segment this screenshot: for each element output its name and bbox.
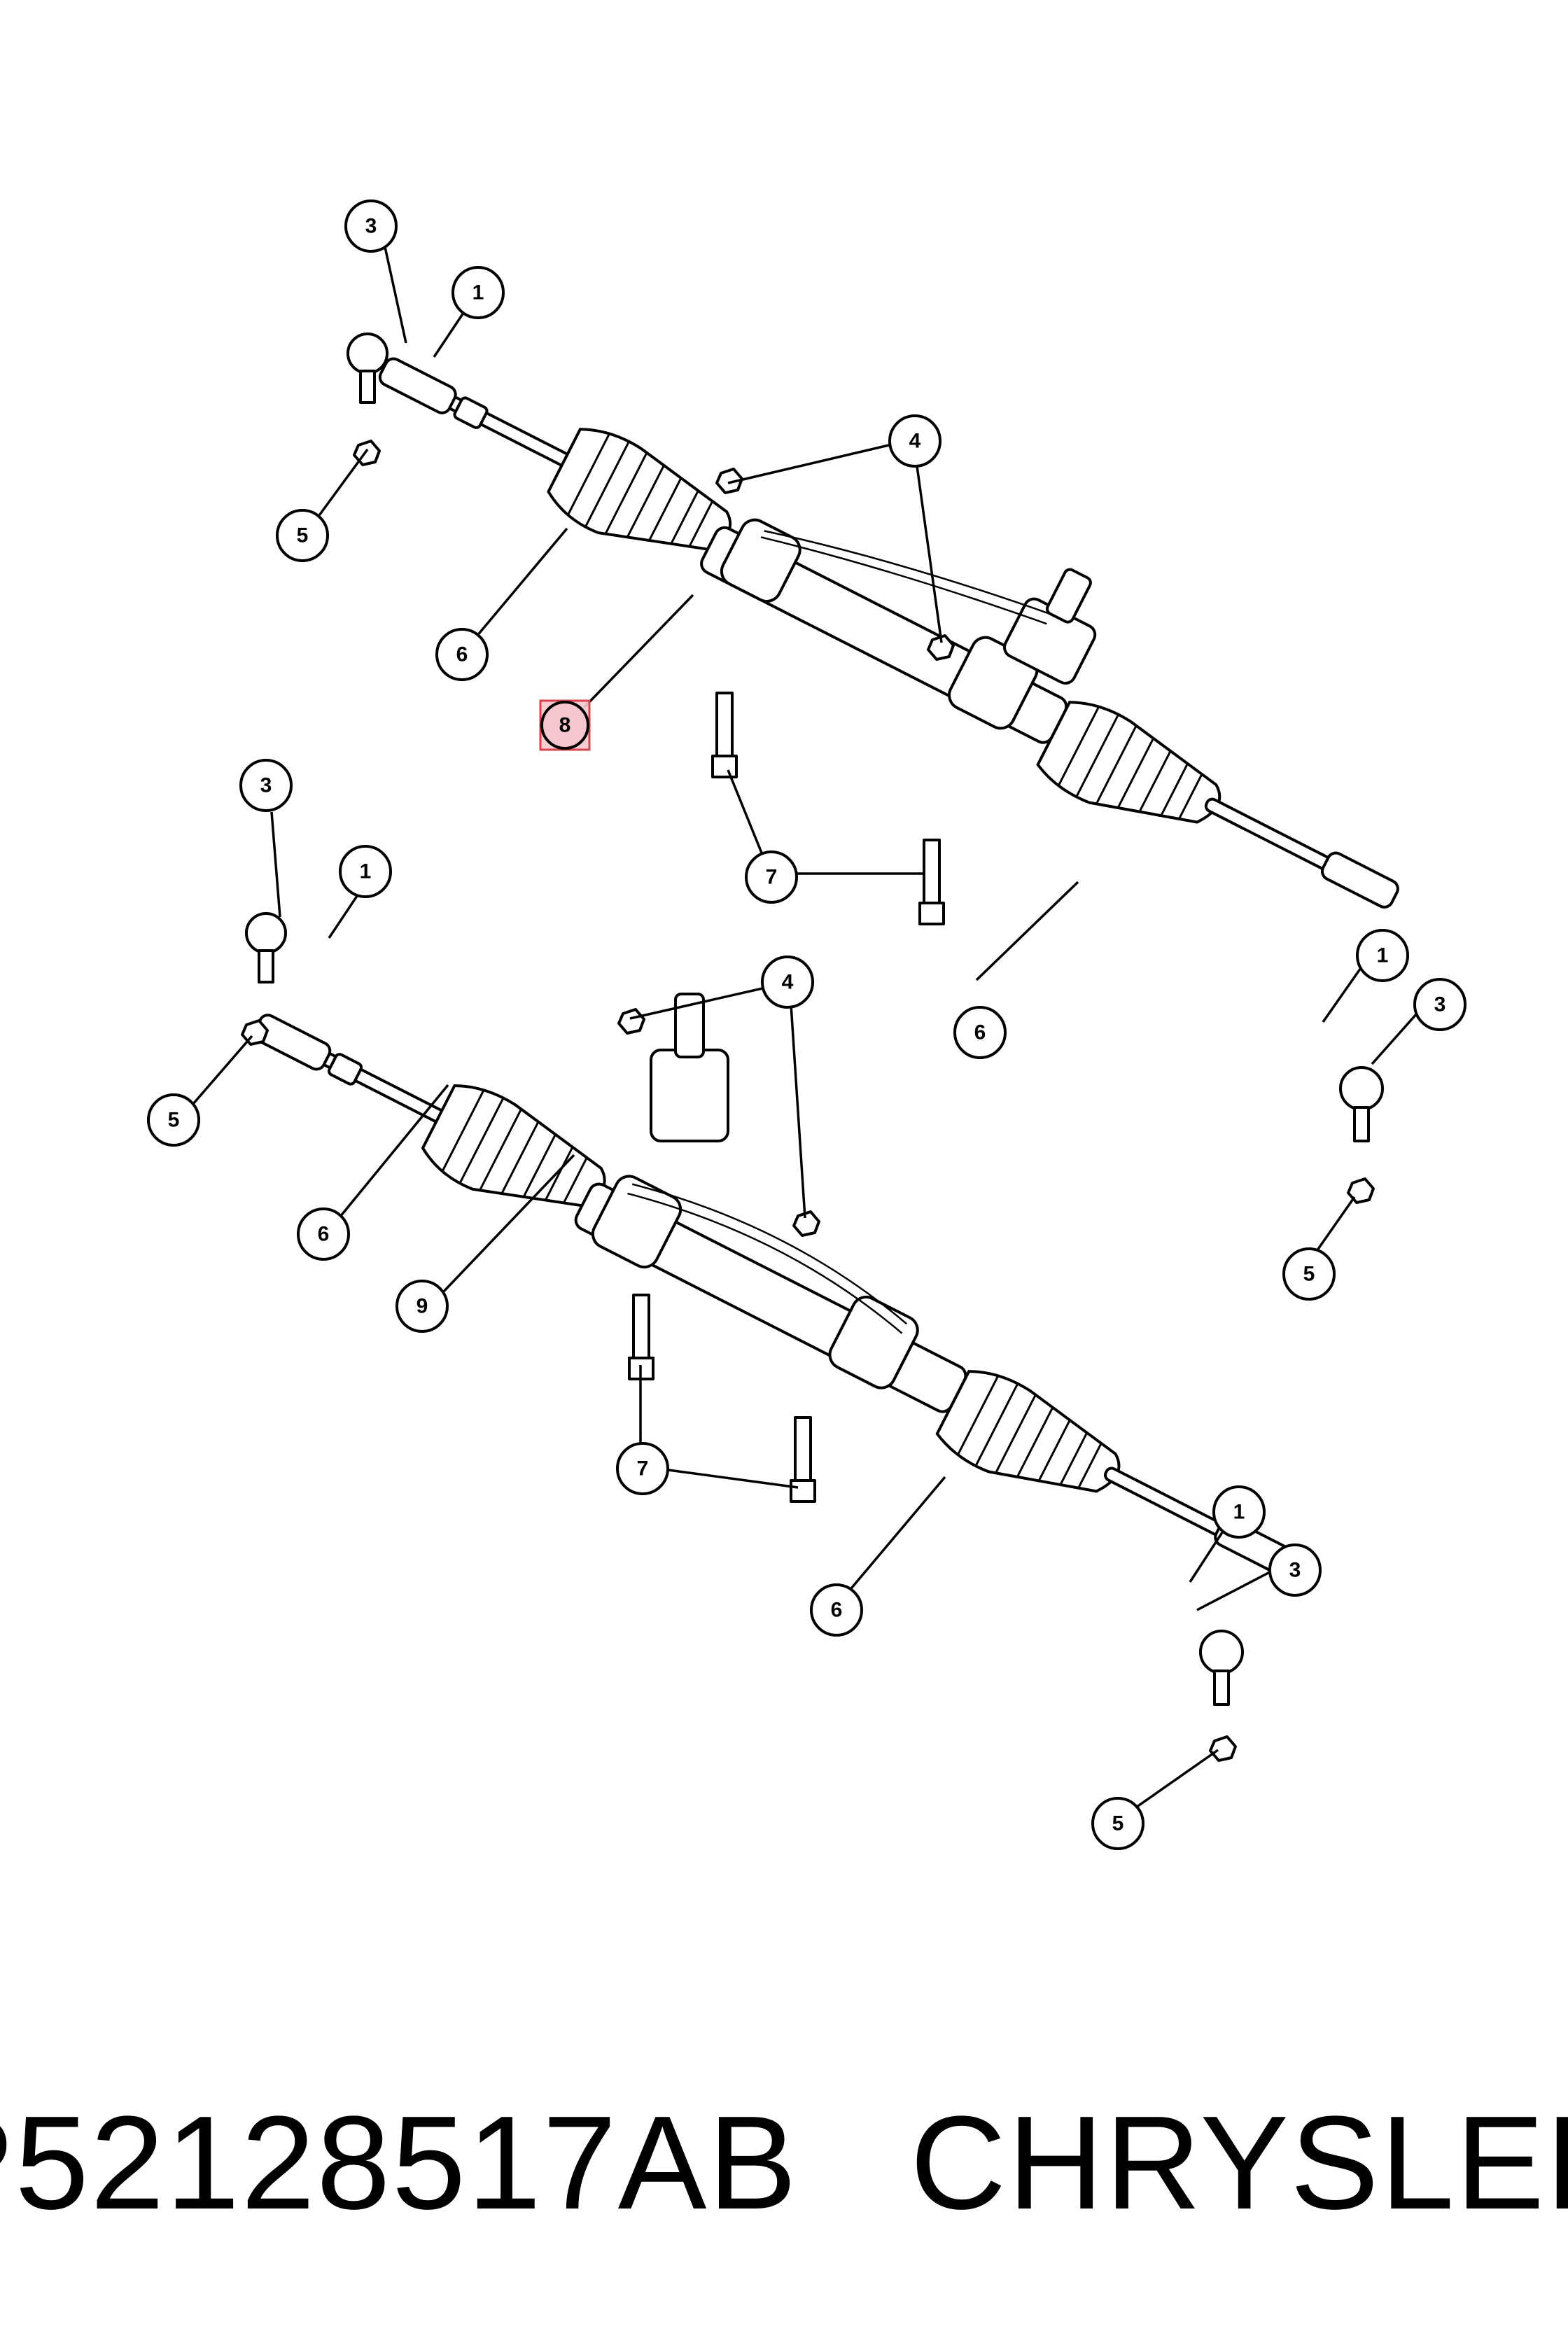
svg-text:8: 8 (559, 714, 571, 737)
svg-text:7: 7 (637, 1457, 649, 1480)
nut-icon (715, 468, 743, 494)
callout-3[interactable]: 3 (1413, 978, 1466, 1031)
callout-6[interactable]: 6 (297, 1208, 350, 1261)
svg-text:4: 4 (782, 971, 794, 994)
svg-text:5: 5 (1303, 1263, 1315, 1286)
callout-1[interactable]: 1 (339, 845, 392, 898)
callout-5[interactable]: 5 (1282, 1247, 1336, 1301)
callout-3[interactable]: 3 (1268, 1544, 1322, 1597)
svg-text:6: 6 (974, 1021, 986, 1044)
svg-text:3: 3 (1289, 1559, 1301, 1582)
nut-icon (617, 1008, 645, 1035)
callout-8-highlighted[interactable]: 8 (539, 699, 591, 751)
nut-icon (1347, 1177, 1375, 1204)
part-number: P52128517AB (0, 2089, 799, 2237)
svg-text:3: 3 (1434, 993, 1446, 1016)
svg-text:1: 1 (472, 281, 484, 304)
callout-6[interactable]: 6 (810, 1583, 863, 1637)
lower-rack-assembly (253, 1014, 1293, 1575)
brand-name: CHRYSLER (910, 2089, 1568, 2237)
svg-text:5: 5 (168, 1109, 180, 1132)
svg-text:1: 1 (360, 860, 372, 883)
callout-3[interactable]: 3 (344, 200, 398, 253)
callout-6[interactable]: 6 (435, 628, 489, 681)
callout-9[interactable]: 9 (396, 1280, 449, 1333)
svg-text:6: 6 (456, 643, 468, 666)
callout-6[interactable]: 6 (953, 1006, 1007, 1059)
nut-icon (1209, 1735, 1237, 1762)
svg-text:3: 3 (260, 774, 272, 797)
svg-text:3: 3 (365, 215, 377, 238)
svg-text:1: 1 (1233, 1501, 1245, 1524)
callout-5[interactable]: 5 (147, 1093, 200, 1147)
svg-text:5: 5 (297, 524, 309, 547)
svg-text:1: 1 (1377, 944, 1389, 967)
callout-4[interactable]: 4 (761, 955, 814, 1009)
svg-text:7: 7 (766, 866, 778, 889)
nut-icon (241, 1019, 269, 1046)
callout-7[interactable]: 7 (745, 850, 798, 904)
callout-5[interactable]: 5 (276, 509, 329, 562)
callout-1[interactable]: 1 (1212, 1485, 1266, 1539)
svg-text:6: 6 (831, 1599, 843, 1622)
callout-3[interactable]: 3 (239, 759, 293, 812)
svg-text:4: 4 (909, 430, 921, 453)
nut-icon (927, 634, 955, 661)
callout-5[interactable]: 5 (1091, 1797, 1144, 1850)
callout-4[interactable]: 4 (888, 414, 941, 468)
upper-rack-assembly (378, 357, 1399, 909)
svg-text:9: 9 (416, 1295, 428, 1318)
callout-1[interactable]: 1 (451, 266, 505, 319)
callout-1[interactable]: 1 (1356, 929, 1409, 982)
nut-icon (792, 1210, 820, 1237)
svg-text:6: 6 (318, 1223, 330, 1246)
callout-7[interactable]: 7 (616, 1442, 669, 1495)
svg-text:5: 5 (1112, 1812, 1124, 1835)
caption-bar: P52128517AB CHRYSLER (0, 2072, 1568, 2254)
